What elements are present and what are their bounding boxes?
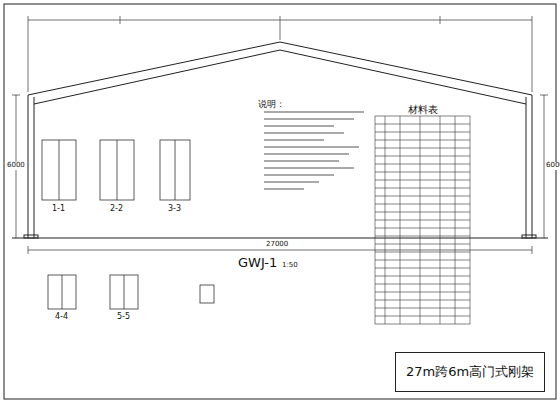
- sheet-border: [4, 4, 556, 399]
- scale: 1:50: [282, 262, 298, 270]
- title-block: 27m跨6m高门式刚架: [395, 352, 545, 392]
- note-line: [264, 132, 344, 133]
- note-line: [264, 160, 339, 161]
- section-mark: 1-1: [52, 205, 65, 214]
- portal-frame: [12, 42, 548, 238]
- note-line: [264, 125, 334, 126]
- dimension: 6000: [546, 162, 560, 170]
- note-line: [264, 153, 349, 154]
- note-lines: [264, 112, 364, 189]
- table-title: 材料表: [408, 104, 438, 115]
- section-mark: 2-2: [110, 205, 123, 214]
- title-text: 27m跨6m高门式刚架: [406, 365, 534, 379]
- note-line: [264, 167, 354, 168]
- frame-mark: GWJ-1: [238, 256, 277, 270]
- note-line: [264, 181, 319, 182]
- dimension-lines: [12, 16, 548, 254]
- note-line: [264, 118, 354, 119]
- notes-heading: 说明：: [258, 100, 285, 110]
- section-mark: 4-4: [55, 313, 68, 322]
- section-details: [42, 140, 214, 309]
- material-table: [375, 116, 470, 324]
- note-line: [264, 139, 324, 140]
- dimension: 27000: [266, 241, 288, 249]
- dimension: 6000: [7, 162, 25, 170]
- note-line: [264, 188, 304, 189]
- note-line: [264, 111, 364, 112]
- section-mark: 3-3: [168, 205, 181, 214]
- note-line: [264, 174, 334, 175]
- note-line: [264, 146, 359, 147]
- section-mark: 5-5: [117, 313, 130, 322]
